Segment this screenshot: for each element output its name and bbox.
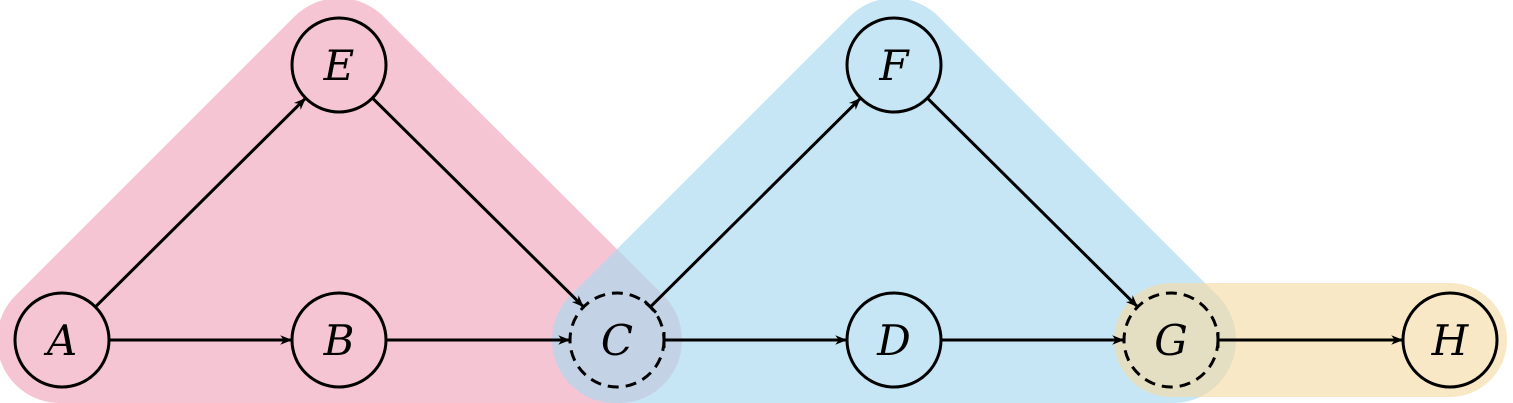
node-label: F [878,41,910,90]
node-d: D [845,291,943,389]
edge-a-e [94,97,306,308]
node-circle [1122,291,1220,389]
node-g: G [1122,291,1220,389]
edge-line [649,97,861,308]
edge-f-g [926,97,1138,308]
node-b: B [290,291,388,389]
edge-line [94,97,306,308]
node-label: H [1431,316,1470,365]
node-circle [290,16,388,114]
node-circle [845,16,943,114]
node-circle [1401,291,1499,389]
node-label: E [323,41,355,90]
node-f: F [845,16,943,114]
node-circle [13,291,111,389]
edge-e-c [371,96,584,308]
nodes-layer: A B C D E F G H [13,16,1499,389]
edge-line [926,97,1138,308]
node-e: E [290,16,388,114]
node-circle [290,291,388,389]
pink-region [0,0,682,403]
node-circle [568,291,666,389]
node-circle [845,291,943,389]
node-label: C [601,316,633,365]
blue-region [552,0,1236,403]
node-label: B [323,316,355,365]
node-label: D [876,316,911,365]
node-label: G [1154,316,1188,365]
node-c: C [568,291,666,389]
edge-line [371,96,584,308]
node-label: A [43,316,77,365]
node-h: H [1401,291,1499,389]
node-a: A [13,291,111,389]
